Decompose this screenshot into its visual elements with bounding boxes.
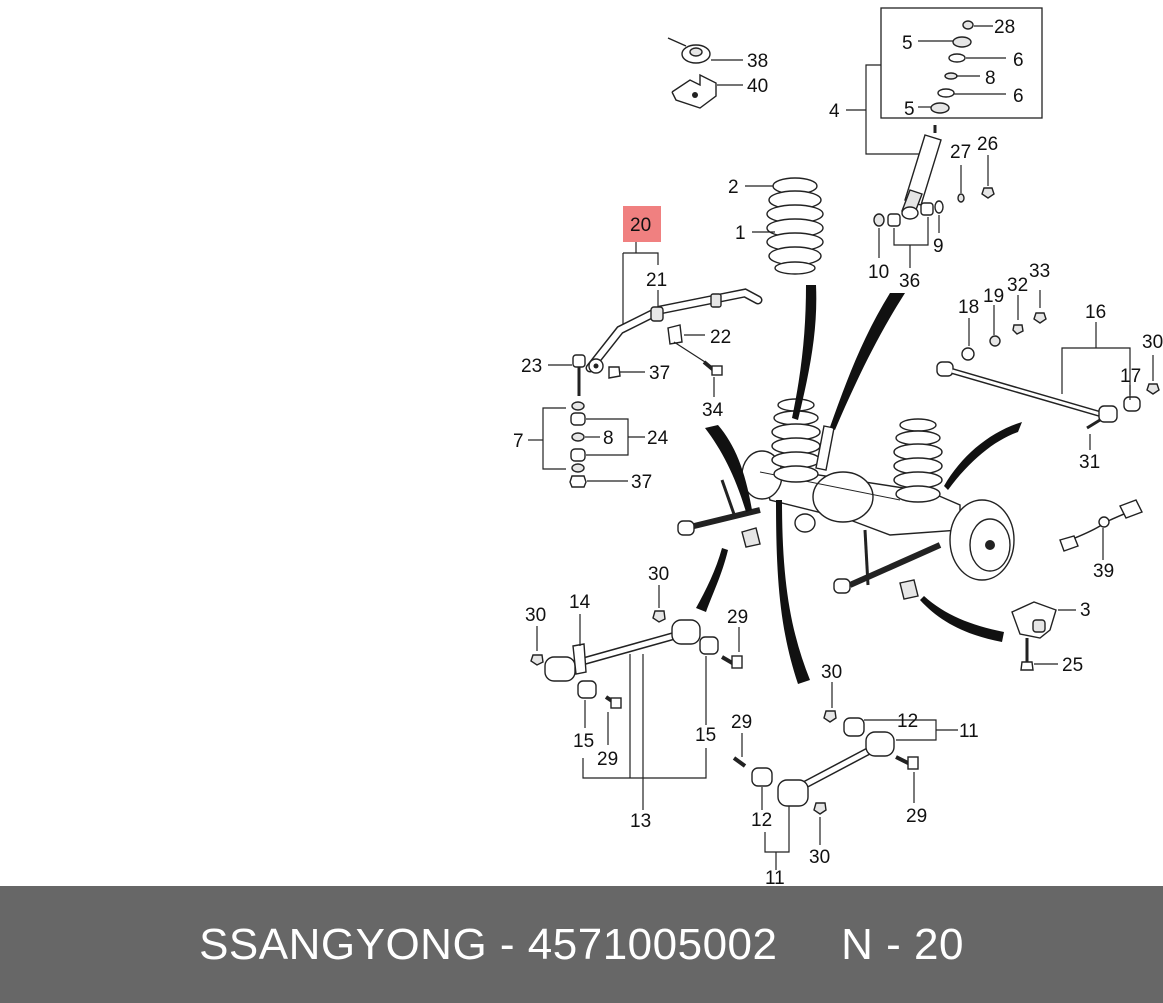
callout-34: 34 [702, 400, 724, 421]
callout-39: 39 [1093, 561, 1114, 582]
callout-30d: 30 [821, 662, 842, 683]
lateral-rod [936, 361, 1160, 430]
coil-spring [766, 177, 824, 275]
callout-15a: 15 [573, 731, 594, 752]
callout-11a: 11 [959, 721, 979, 742]
small-hardware-18-33 [961, 312, 1047, 361]
callout-37: 37 [649, 363, 670, 384]
callout-29c: 29 [731, 712, 752, 733]
stabilizer-link [569, 354, 621, 488]
callout-30a: 30 [1142, 332, 1163, 353]
shock-kit-parts [930, 20, 974, 114]
callout-38: 38 [747, 51, 768, 72]
rear-suspension-exploded-view: 28 5 6 8 6 5 4 38 40 27 26 2 1 10 9 36 2… [513, 7, 1163, 886]
callout-12a: 12 [897, 711, 918, 732]
callout-11b: 11 [765, 868, 785, 886]
mount-parts [667, 37, 717, 109]
callout-27: 27 [950, 142, 971, 163]
callout-3: 3 [1080, 600, 1091, 621]
callout-8: 8 [985, 68, 996, 89]
callout-19: 19 [983, 286, 1004, 307]
shock-bushings [873, 187, 995, 227]
axle-assembly [677, 398, 1015, 600]
callout-30e: 30 [809, 847, 830, 868]
bracket-3 [1011, 601, 1057, 671]
callout-17: 17 [1120, 366, 1141, 387]
shock-kit-box [880, 7, 1043, 119]
callout-18: 18 [958, 297, 979, 318]
callout-30b: 30 [648, 564, 669, 585]
callout-21: 21 [646, 270, 667, 291]
callout-29b: 29 [597, 749, 618, 770]
callout-4: 4 [829, 101, 840, 122]
callout-7: 7 [513, 431, 524, 452]
shock-absorber [901, 125, 942, 220]
callout-37b: 37 [631, 472, 652, 493]
callout-40: 40 [747, 76, 768, 97]
part-number-caption: SSANGYONG - 4571005002 N - 20 [199, 919, 964, 969]
callout-8b: 8 [603, 428, 614, 449]
parts-diagram: 28 5 6 8 6 5 4 38 40 27 26 2 1 10 9 36 2… [513, 7, 1163, 886]
highlighted-part-box [623, 206, 661, 242]
callout-12b: 12 [751, 810, 772, 831]
lower-arm-11 [732, 710, 919, 815]
pointer-arrows [696, 285, 1022, 684]
lower-arm-13 [530, 610, 743, 709]
callout-5b: 5 [904, 99, 915, 120]
abs-sensor [1059, 499, 1143, 552]
callout-2: 2 [728, 177, 739, 198]
callout-5: 5 [902, 33, 913, 54]
callout-32: 32 [1007, 275, 1028, 296]
callout-36: 36 [899, 271, 920, 292]
callout-labels: 28 5 6 8 6 5 4 38 40 27 26 2 1 10 9 36 2… [513, 17, 1163, 886]
callout-10: 10 [868, 262, 889, 283]
callout-30c: 30 [525, 605, 546, 626]
callout-15b: 15 [695, 725, 716, 746]
bolt-34 [702, 360, 723, 376]
callout-23: 23 [521, 356, 542, 377]
callout-28: 28 [994, 17, 1015, 38]
callout-22: 22 [710, 327, 731, 348]
callout-6: 6 [1013, 50, 1024, 71]
stabilizer-bar [585, 288, 763, 374]
callout-6b: 6 [1013, 86, 1024, 107]
callout-33: 33 [1029, 261, 1050, 282]
callout-26: 26 [977, 134, 998, 155]
footer-bar: SSANGYONG - 4571005002 N - 20 [0, 886, 1163, 1003]
callout-14: 14 [569, 592, 591, 613]
callout-29a: 29 [727, 607, 748, 628]
callout-29d: 29 [906, 806, 927, 827]
callout-25: 25 [1062, 655, 1083, 676]
callout-1: 1 [735, 223, 746, 244]
callout-20: 20 [630, 215, 651, 236]
callout-9: 9 [933, 236, 944, 257]
callout-31: 31 [1079, 452, 1100, 473]
callout-16: 16 [1085, 302, 1106, 323]
bracket-22 [667, 324, 706, 363]
callout-24: 24 [647, 428, 669, 449]
callout-13: 13 [630, 811, 651, 832]
